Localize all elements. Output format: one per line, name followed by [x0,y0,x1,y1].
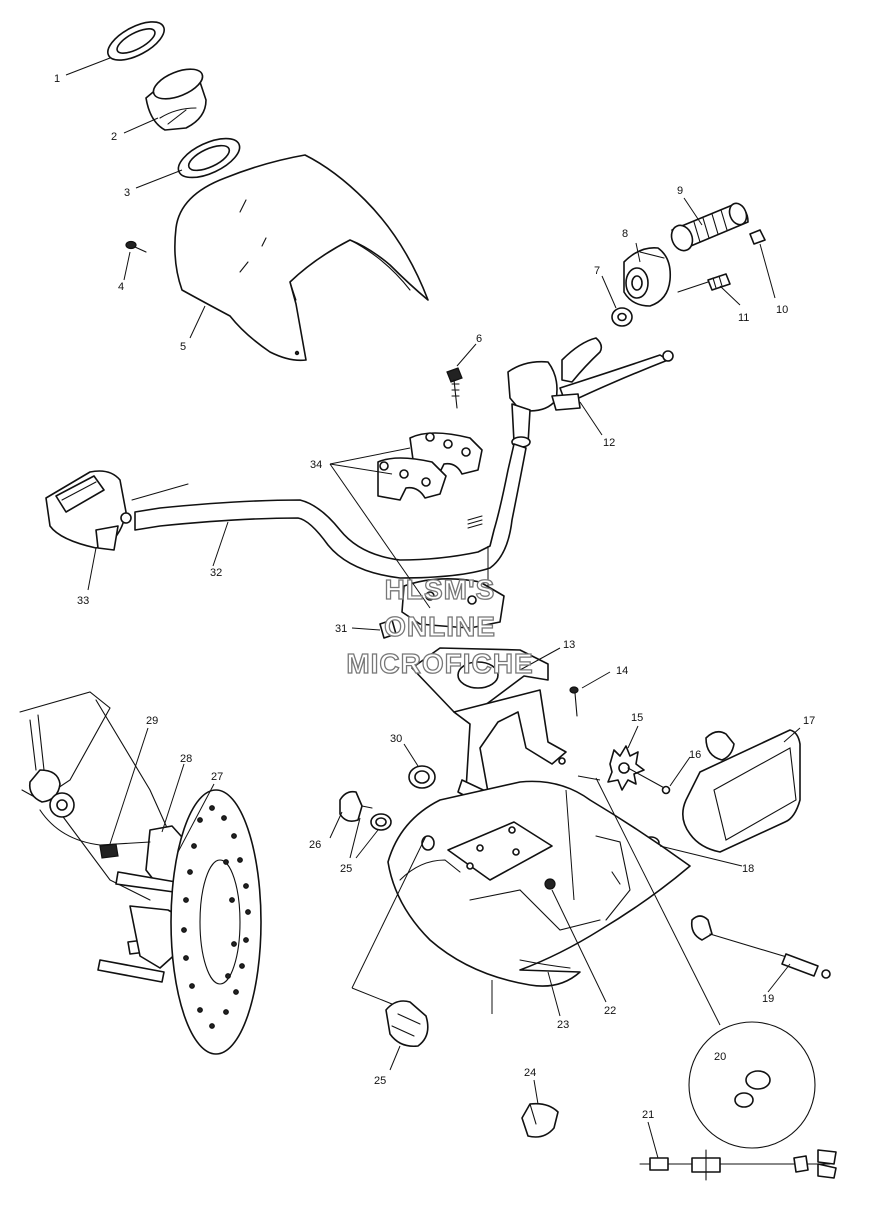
callout-9: 9 [677,185,683,197]
callout-11: 11 [738,312,749,324]
callout-20: 20 [714,1051,726,1063]
part-9-hand-grip [670,202,749,252]
callout-25-lower: 25 [374,1075,386,1087]
callout-18: 18 [742,863,754,875]
part-6-bolt [446,367,463,409]
part-2-bushing [145,68,207,131]
part-1-ring [107,21,165,61]
callout-6: 6 [476,333,482,345]
part-3-ring [177,137,241,179]
part-11-spring [677,273,731,293]
part-33-master-cylinder [45,470,132,551]
part-25-grommet [370,813,392,831]
callout-21: 21 [642,1109,654,1121]
callout-16: 16 [689,749,701,761]
part-20-bulb-detail [688,1021,816,1149]
part-22-nut [544,878,556,890]
part-23-lower-cowl [387,780,691,987]
callout-labels: 1 2 3 4 5 6 7 8 9 10 11 12 13 14 15 16 1… [54,73,815,1121]
callout-26: 26 [309,839,321,851]
callout-5: 5 [180,341,186,353]
leader-lines [65,57,801,1159]
callout-1: 1 [54,73,60,85]
callout-28: 28 [180,753,192,765]
callout-10: 10 [776,304,788,316]
callout-19: 19 [762,993,774,1005]
disc-holes [181,805,251,1029]
part-4-screw [125,240,147,253]
callout-30: 30 [390,733,402,745]
part-27-brake-disc [170,789,262,1055]
callout-34: 34 [310,459,322,471]
callout-32: 32 [210,567,222,579]
part-14-screw [569,686,579,717]
callout-25-upper: 25 [340,863,352,875]
part-26-socket [339,790,373,822]
callout-12: 12 [603,437,615,449]
callout-15: 15 [631,712,643,724]
callout-27: 27 [211,771,223,783]
part-21-wire-harness [639,1149,837,1181]
part-34-handlebar-clamps [377,432,483,501]
watermark: HLSM'S ONLINE MICROFICHE [346,573,534,679]
part-5-headlight-cowl [174,154,429,362]
callout-33: 33 [77,595,89,607]
part-16-adjuster-screw [627,767,671,795]
part-32-handlebar [131,443,527,579]
callout-2: 2 [111,131,117,143]
part-13-mounting-bracket [411,647,567,807]
callout-29: 29 [146,715,158,727]
callout-13: 13 [563,639,575,651]
mounting-plate [447,821,553,881]
callout-24: 24 [524,1067,536,1079]
part-30-grommet [408,765,436,789]
part-12-brake-lever-assembly [507,337,674,448]
part-8-throttle-housing [623,246,672,307]
fork-leg [19,691,169,901]
watermark-line-3: MICROFICHE [346,648,533,679]
callout-22: 22 [604,1005,616,1017]
part-10-cap [749,229,766,245]
callout-3: 3 [124,187,130,199]
part-25-light-socket [385,1000,429,1048]
callout-14: 14 [616,665,628,677]
part-17-headlight [682,729,801,853]
part-7-washer [611,307,633,327]
callout-23: 23 [557,1019,569,1031]
callout-4: 4 [118,281,124,293]
callout-17: 17 [803,715,815,727]
callout-8: 8 [622,228,628,240]
part-15-adjuster-gear [607,745,645,791]
callout-31: 31 [335,623,347,635]
lower-clamp-block [401,578,505,629]
part-19-speedometer-cable [690,915,831,979]
part-24-clamp [521,1102,559,1138]
callout-7: 7 [594,265,600,277]
part-31-clip [379,619,397,639]
part-29-bleeder-line [39,809,151,859]
watermark-line-1: HLSM'S [385,574,496,605]
watermark-line-2: ONLINE [384,611,496,642]
